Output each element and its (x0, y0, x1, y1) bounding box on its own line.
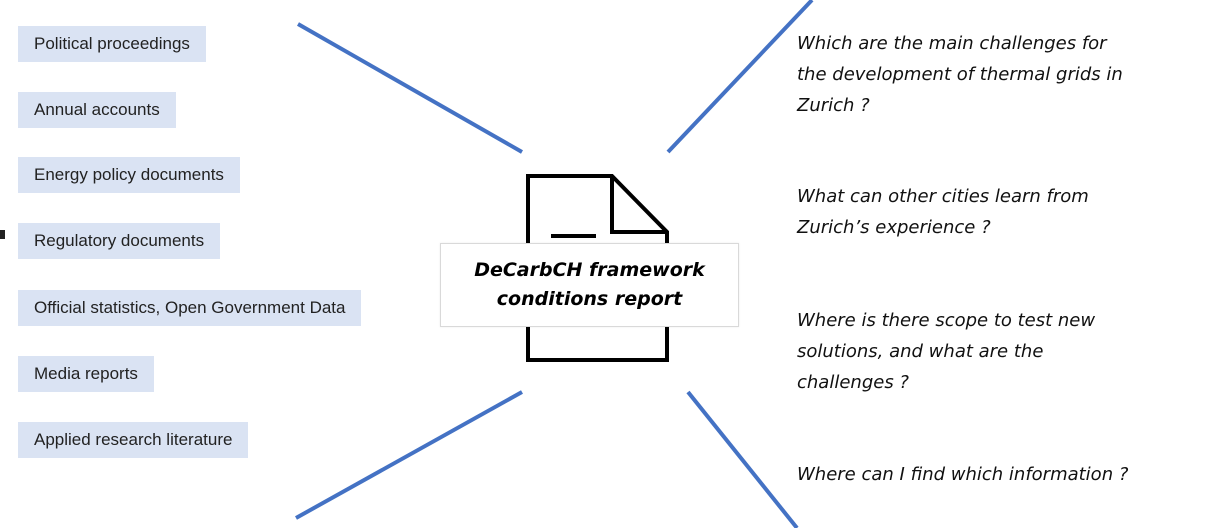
connector-line-top-left (297, 22, 523, 154)
report-title-box: DeCarbCH framework conditions report (440, 243, 739, 327)
connector-line-bottom-left (295, 390, 523, 520)
edge-marker (0, 230, 5, 239)
connector-line-bottom-right (686, 390, 799, 528)
source-annual-accounts: Annual accounts (18, 92, 176, 128)
source-media-reports: Media reports (18, 356, 154, 392)
connector-line-top-right (666, 0, 814, 154)
source-applied-research-literature: Applied research literature (18, 422, 249, 458)
question-scope-new-solutions: Where is there scope to test new solutio… (797, 310, 1096, 393)
source-regulatory-documents: Regulatory documents (18, 223, 221, 259)
report-title: DeCarbCH framework conditions report (474, 259, 705, 310)
source-energy-policy-documents: Energy policy documents (18, 157, 240, 193)
question-find-information: Where can I find which information ? (797, 464, 1129, 485)
source-political-proceedings: Political proceedings (18, 26, 206, 62)
question-main-challenges: Which are the main challenges for the de… (797, 33, 1123, 116)
question-other-cities: What can other cities learn from Zurich’… (797, 186, 1089, 238)
source-official-statistics: Official statistics, Open Government Dat… (18, 290, 362, 326)
